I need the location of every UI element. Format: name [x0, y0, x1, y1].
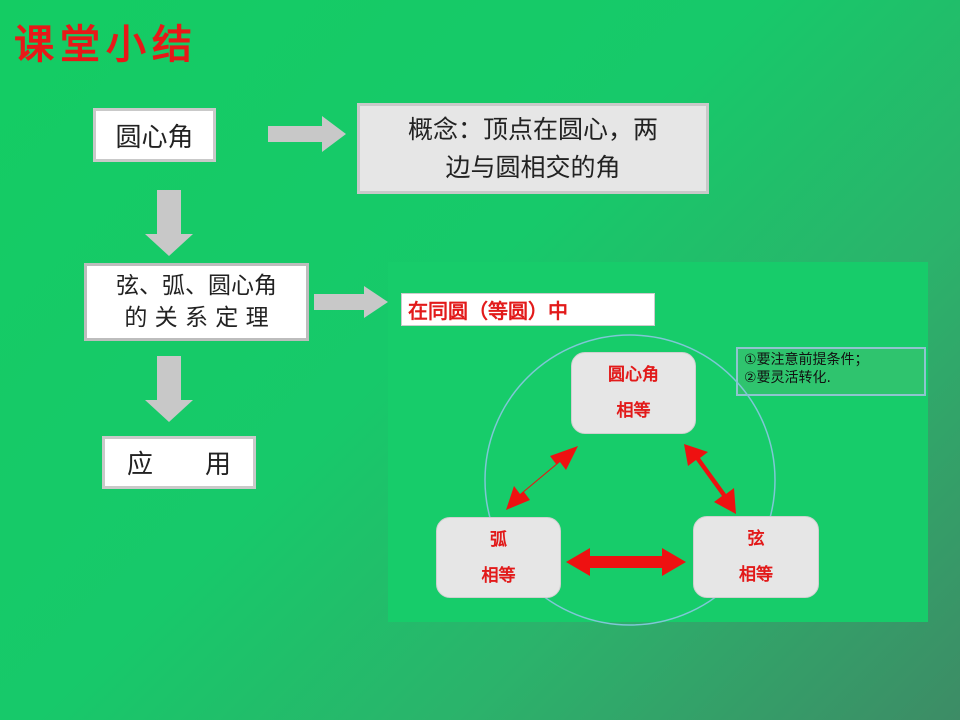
theorem-line-1: 弦、弧、圆心角 — [116, 273, 277, 299]
arrow-down-1 — [145, 190, 193, 256]
node-central-angle-label: 圆心角 — [608, 365, 659, 385]
theorem-box: 弦、弧、圆心角 的 关 系 定 理 — [84, 263, 309, 341]
theorem-line-2: 的 关 系 定 理 — [124, 305, 269, 331]
arrow-right-concept — [268, 116, 346, 152]
arrow-right-panel — [314, 286, 388, 318]
arrow-top-left — [506, 446, 578, 510]
relation-circle — [484, 334, 776, 626]
note-line-2: ②要灵活转化. — [744, 370, 832, 386]
page-title: 课堂小结 — [14, 21, 198, 68]
node-arc-sub: 相等 — [481, 565, 516, 586]
node-arc: 弧 相等 — [436, 517, 561, 598]
concept-line-1: 概念：顶点在圆心，两 — [407, 114, 658, 144]
central-angle-box: 圆心角 — [93, 108, 216, 162]
node-central-angle: 圆心角 相等 — [571, 352, 696, 434]
concept-line-2: 边与圆相交的角 — [445, 152, 621, 182]
condition-box: 在同圆（等圆）中 — [401, 293, 655, 326]
condition-label: 在同圆（等圆）中 — [408, 299, 568, 323]
application-label: 应 用 — [126, 450, 231, 480]
node-central-angle-sub: 相等 — [616, 401, 651, 421]
node-chord: 弦 相等 — [693, 516, 819, 598]
concept-box: 概念：顶点在圆心，两 边与圆相交的角 — [357, 103, 709, 194]
arrow-down-2 — [145, 356, 193, 422]
note-line-1: ①要注意前提条件； — [744, 352, 869, 368]
central-angle-label: 圆心角 — [115, 122, 194, 153]
application-box: 应 用 — [102, 436, 256, 489]
node-chord-label: 弦 — [747, 529, 765, 549]
node-arc-label: 弧 — [490, 529, 507, 550]
arrow-bottom — [566, 548, 686, 576]
node-chord-sub: 相等 — [739, 565, 773, 585]
notes-box: ①要注意前提条件； ②要灵活转化. — [736, 347, 926, 396]
arrow-top-right — [684, 444, 736, 514]
